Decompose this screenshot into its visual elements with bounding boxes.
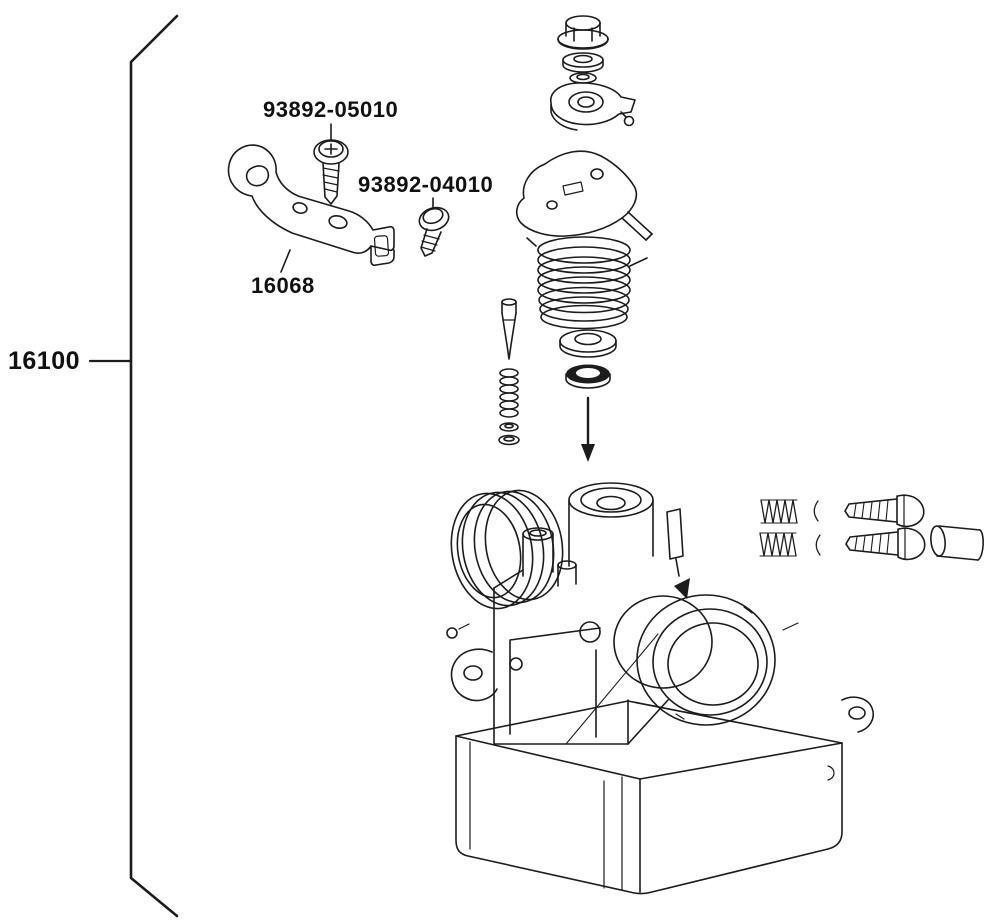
vent-fitting [557,560,577,587]
coil-spring-pair-art [759,499,821,557]
air-horn-ribs [450,489,564,610]
shaft-arrow [666,508,690,599]
base-box [455,696,874,895]
throttle-cam-art [550,82,636,131]
mount-bracket-art [227,144,395,267]
spring-a [760,499,798,524]
callout-dash-right [782,622,799,631]
mount-ear-left [450,648,498,702]
part-number-label-assembly: 16100 [8,347,81,375]
flange-nut-art [557,15,609,50]
throttle-flange [613,594,776,726]
bolt-a [844,494,925,528]
throttle-body-art [446,482,874,895]
spring-b [759,532,797,557]
return-spring-art [526,236,648,330]
part-number-label-flange-screw: 93892-04010 [358,172,494,197]
seal-washer-art [565,364,611,389]
fuel-fitting [522,527,554,577]
clip-b [815,534,821,556]
pan-head-screw-art [313,139,349,205]
down-arrow [581,396,595,462]
idle-mixture-needle-art [498,298,520,446]
callout-hole [446,627,458,639]
intake-neck [568,482,654,567]
clip-a [813,500,819,522]
dowel-pin [930,525,984,561]
washer-stack-art [562,52,604,84]
bolt-b [845,527,926,561]
callout-dash [458,623,470,630]
part-number-label-pan-screw: 93892-05010 [263,97,399,122]
assembly-brace [88,14,179,918]
hex-bolt-pair-art [844,494,984,561]
cam-plate-art [515,150,653,241]
flat-washer-art [559,329,617,358]
part-number-label-bracket: 16068 [251,273,315,298]
flange-screw-art [418,206,450,257]
body-block [493,569,669,745]
